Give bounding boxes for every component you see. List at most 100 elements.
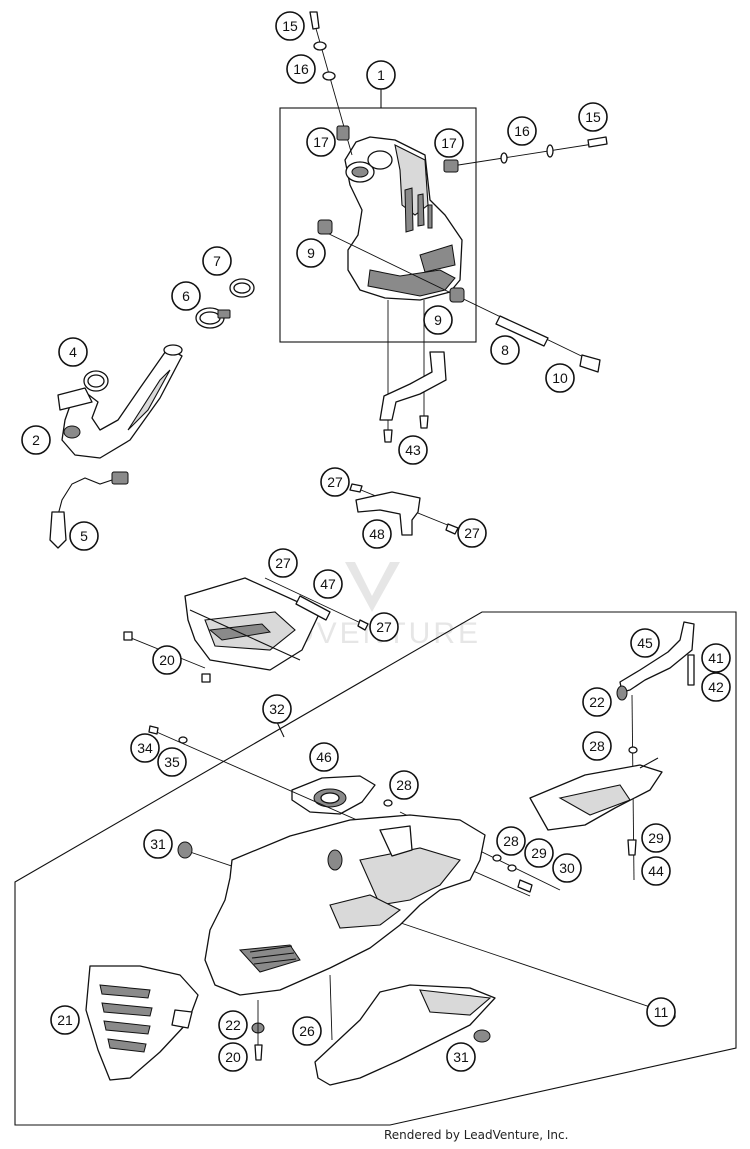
- muffler-group-frame: [279, 107, 477, 343]
- callout-21: 21: [50, 1005, 80, 1035]
- air-duct-cover: [291, 775, 376, 815]
- callout-8: 8: [490, 335, 520, 365]
- callout-28-c: 28: [496, 826, 526, 856]
- callout-label: 30: [559, 860, 575, 876]
- callout-label: 27: [275, 555, 291, 571]
- callout-20-upper: 20: [152, 645, 182, 675]
- callout-2: 2: [21, 425, 51, 455]
- callout-22-upper: 22: [582, 687, 612, 717]
- callout-17-left: 17: [306, 127, 336, 157]
- upper-right-fasteners: [443, 136, 608, 173]
- callout-label: 27: [327, 474, 343, 490]
- callout-label: 7: [213, 253, 221, 269]
- callout-15-top: 15: [275, 11, 305, 41]
- callout-label: 29: [648, 830, 664, 846]
- lower-skid-plate: [314, 974, 496, 1086]
- inner-heat-shield: [123, 577, 369, 683]
- callout-9-right: 9: [423, 305, 453, 335]
- callout-48: 48: [362, 519, 392, 549]
- callout-label: 44: [648, 863, 664, 879]
- callout-1: 1: [366, 60, 396, 90]
- muffler-bracket: [379, 300, 447, 443]
- callout-label: 43: [405, 442, 421, 458]
- callout-11: 11: [646, 997, 676, 1027]
- callout-20-lower: 20: [218, 1042, 248, 1072]
- callout-label: 35: [164, 754, 180, 770]
- callout-label: 45: [637, 635, 653, 651]
- callout-label: 9: [307, 245, 315, 261]
- muffler: [344, 136, 463, 301]
- callout-label: 20: [225, 1049, 241, 1065]
- footer-credit: Rendered by LeadVenture, Inc.: [384, 1128, 569, 1142]
- callout-26: 26: [292, 1016, 322, 1046]
- callout-label: 28: [589, 738, 605, 754]
- callout-7: 7: [202, 246, 232, 276]
- lower-fastener-stack: [251, 1000, 265, 1061]
- callout-6: 6: [171, 281, 201, 311]
- callout-42: 42: [701, 672, 731, 702]
- callout-label: 29: [531, 845, 547, 861]
- side-vent-grille: [85, 965, 199, 1081]
- callout-label: 28: [503, 833, 519, 849]
- callout-label: 16: [293, 61, 309, 77]
- callout-label: 42: [708, 679, 724, 695]
- upper-bracket-45: [616, 621, 695, 881]
- callout-29-b: 29: [641, 823, 671, 853]
- callout-27-a: 27: [320, 467, 350, 497]
- callout-label: 31: [150, 836, 166, 852]
- callout-label: 41: [708, 650, 724, 666]
- callout-label: 34: [137, 740, 153, 756]
- callout-32: 32: [262, 694, 292, 724]
- callout-10: 10: [545, 363, 575, 393]
- callout-label: 22: [225, 1017, 241, 1033]
- header-gasket: [83, 370, 109, 392]
- callout-44: 44: [641, 856, 671, 886]
- callout-label: 9: [434, 312, 442, 328]
- heat-guard-plate: [529, 757, 663, 831]
- callout-label: 31: [453, 1049, 469, 1065]
- callout-label: 48: [369, 526, 385, 542]
- callout-label: 6: [182, 288, 190, 304]
- callout-27-d: 27: [369, 612, 399, 642]
- callout-47: 47: [313, 569, 343, 599]
- bracket-48: [349, 483, 459, 536]
- callout-label: 4: [69, 344, 77, 360]
- callout-label: 27: [464, 525, 480, 541]
- callout-28-b: 28: [389, 770, 419, 800]
- callout-label: 32: [269, 701, 285, 717]
- callout-label: 17: [441, 135, 457, 151]
- upper-left-fasteners: [309, 11, 353, 156]
- callout-label: 28: [396, 777, 412, 793]
- callout-label: 46: [316, 749, 332, 765]
- callout-43: 43: [398, 435, 428, 465]
- callout-label: 8: [501, 342, 509, 358]
- callout-30: 30: [552, 853, 582, 883]
- callout-15-right: 15: [578, 102, 608, 132]
- callout-34: 34: [130, 733, 160, 763]
- callout-27-b: 27: [457, 518, 487, 548]
- exhaust-clamp: [195, 307, 231, 329]
- callout-17-right: 17: [434, 128, 464, 158]
- callout-label: 21: [57, 1012, 73, 1028]
- callout-46: 46: [309, 742, 339, 772]
- callout-28-a: 28: [582, 731, 612, 761]
- callout-27-c: 27: [268, 548, 298, 578]
- belly-pan-fairing: [148, 725, 676, 1021]
- callout-label: 16: [514, 123, 530, 139]
- callout-label: 5: [80, 528, 88, 544]
- callout-label: 17: [313, 134, 329, 150]
- callout-label: 20: [159, 652, 175, 668]
- callout-label: 22: [589, 694, 605, 710]
- callout-22-lower: 22: [218, 1010, 248, 1040]
- callout-label: 10: [552, 370, 568, 386]
- callout-31-lower: 31: [446, 1042, 476, 1072]
- callout-16-right: 16: [507, 116, 537, 146]
- callout-label: 47: [320, 576, 336, 592]
- oxygen-sensor: [49, 471, 129, 549]
- callout-label: 15: [282, 18, 298, 34]
- through-bolt: [317, 219, 601, 373]
- callout-label: 27: [376, 619, 392, 635]
- callout-35: 35: [157, 747, 187, 777]
- callout-label: 26: [299, 1023, 315, 1039]
